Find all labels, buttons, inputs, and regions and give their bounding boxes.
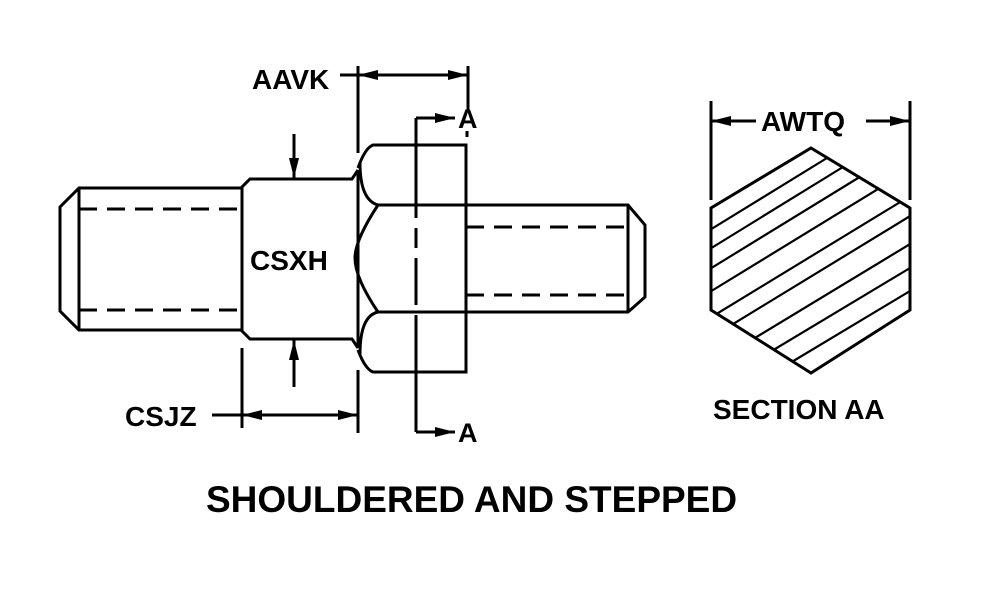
csxh-label: CSXH	[250, 245, 328, 276]
shoulder	[240, 169, 360, 349]
section-hatching	[711, 149, 910, 370]
cutting-plane-line	[414, 113, 469, 437]
section-marker-bottom: A	[458, 418, 478, 448]
awtq-label: AWTQ	[761, 106, 845, 137]
csjz-dimension	[212, 348, 360, 433]
aavk-label: AAVK	[252, 64, 329, 95]
hexagon-outline	[709, 146, 912, 375]
drawing-title: SHOULDERED AND STEPPED	[206, 479, 737, 520]
csjz-label: CSJZ	[125, 401, 197, 432]
left-threaded-shaft	[58, 186, 242, 332]
side-view: A A AAVK CSXH CSJZ	[58, 64, 647, 448]
right-threaded-shaft	[466, 203, 647, 314]
hex-head	[353, 143, 468, 374]
awtq-dimension	[709, 101, 912, 200]
section-view: AWTQ SECTION AA	[709, 101, 912, 425]
section-caption: SECTION AA	[713, 394, 885, 425]
aavk-dimension	[340, 66, 470, 153]
section-marker-top: A	[458, 104, 478, 134]
